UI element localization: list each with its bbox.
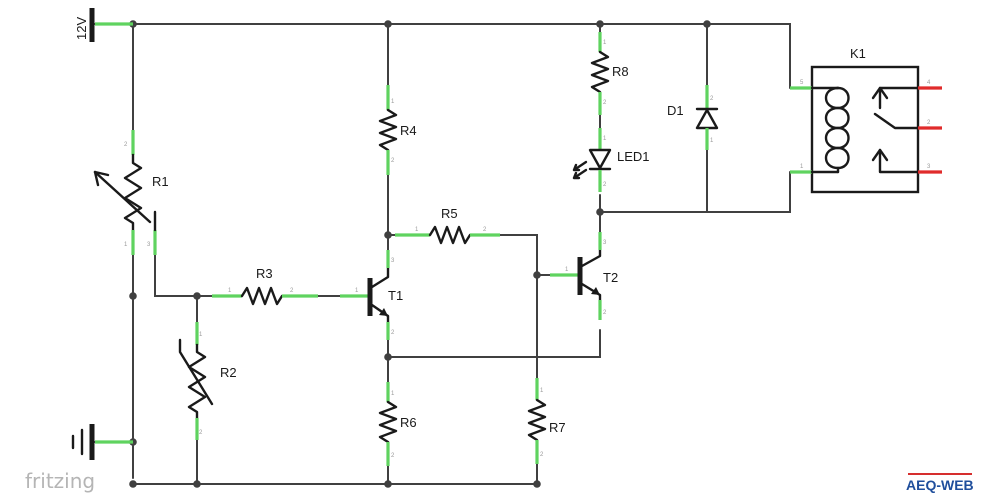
svg-text:2: 2 [199,430,203,436]
svg-text:1: 1 [603,40,607,46]
svg-text:2: 2 [603,182,607,188]
supply-label: 12V [74,17,89,40]
r2-label: R2 [220,365,237,380]
r8-label: R8 [612,64,629,79]
svg-text:1: 1 [800,164,804,170]
svg-text:3: 3 [147,242,151,248]
aeq-web-logo: AEQ-WEB [906,477,974,493]
r2-thermistor: R2 1 2 [178,322,237,440]
svg-text:1: 1 [199,332,203,338]
svg-text:2: 2 [391,330,395,336]
k1-label: K1 [850,46,866,61]
r4-resistor: R4 1 2 [378,85,417,175]
svg-text:5: 5 [800,80,804,86]
k1-relay: K1 5 1 4 2 3 [790,46,942,194]
svg-text:2: 2 [391,158,395,164]
svg-text:2: 2 [124,142,128,148]
svg-text:1: 1 [565,267,569,273]
t1-transistor: T1 1 3 2 [340,250,403,340]
svg-text:1: 1 [415,227,419,233]
t2-label: T2 [603,270,618,285]
svg-text:1: 1 [391,99,395,105]
svg-text:1: 1 [540,388,544,394]
d1-label: D1 [667,103,684,118]
r1-potentiometer: R1 2 1 3 [93,130,169,255]
svg-text:1: 1 [603,136,607,142]
r1-label: R1 [152,174,169,189]
d1-diode: D1 2 1 [667,85,719,150]
svg-text:2: 2 [391,453,395,459]
r6-label: R6 [400,415,417,430]
r8-resistor: R8 1 2 [590,32,629,115]
svg-text:1: 1 [391,391,395,397]
r3-label: R3 [256,266,273,281]
svg-text:2: 2 [483,227,487,233]
r5-resistor: R5 1 2 [395,206,500,245]
t1-label: T1 [388,288,403,303]
svg-text:1: 1 [124,242,128,248]
wires [94,23,791,485]
branding: fritzing AEQ-WEB [25,469,974,493]
svg-text:1: 1 [228,288,232,294]
t2-transistor: T2 1 3 2 [550,232,618,320]
svg-text:3: 3 [603,240,607,246]
junctions [129,20,711,488]
led1-diode: LED1 1 2 [572,128,650,192]
r7-resistor: R7 1 2 [527,378,566,464]
svg-text:3: 3 [927,164,931,170]
svg-text:2: 2 [710,96,714,102]
r6-resistor: R6 1 2 [378,382,417,466]
fritzing-logo: fritzing [25,469,95,493]
supply-symbol: 12V [74,8,133,42]
r3-resistor: R3 1 2 [212,266,318,306]
r7-label: R7 [549,420,566,435]
led1-label: LED1 [617,149,650,164]
svg-text:2: 2 [603,100,607,106]
svg-text:3: 3 [391,258,395,264]
svg-text:1: 1 [710,138,714,144]
svg-text:2: 2 [290,288,294,294]
r5-label: R5 [441,206,458,221]
ground-symbol [71,424,133,460]
r4-label: R4 [400,123,417,138]
svg-text:1: 1 [355,288,359,294]
svg-text:2: 2 [927,120,931,126]
svg-text:2: 2 [540,452,544,458]
svg-text:2: 2 [603,310,607,316]
svg-text:4: 4 [927,80,931,86]
